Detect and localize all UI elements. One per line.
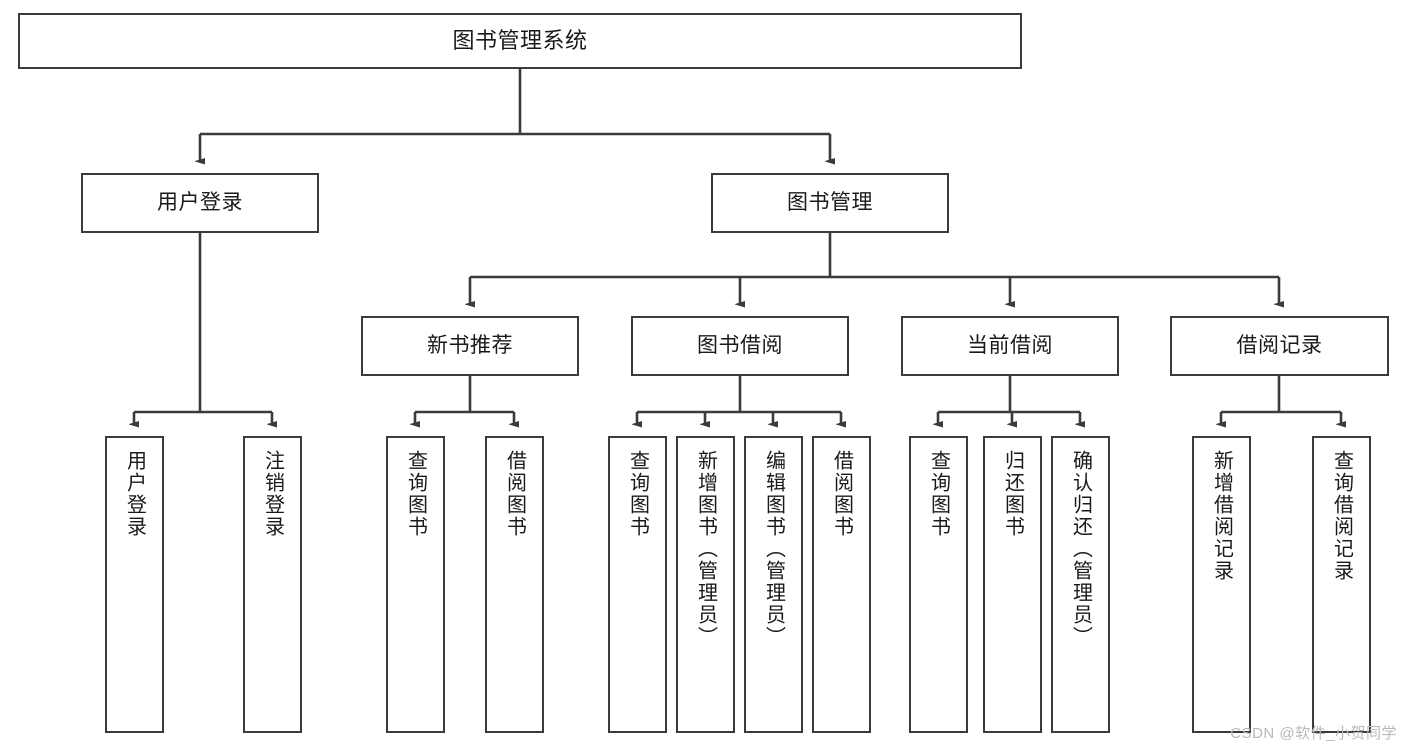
node-leaf-9[interactable]: 查询图书 bbox=[909, 436, 968, 733]
node-leaf-7-label: 编辑图书（管理员） bbox=[762, 450, 785, 648]
node-root[interactable]: 图书管理系统 bbox=[18, 13, 1022, 69]
node-leaf-8-label: 借阅图书 bbox=[830, 450, 853, 538]
node-leaf-1-label: 用户登录 bbox=[123, 450, 146, 538]
node-leaf-11-label: 确认归还（管理员） bbox=[1069, 450, 1092, 648]
node-level3-1[interactable]: 新书推荐 bbox=[361, 316, 579, 376]
node-leaf-5-label: 查询图书 bbox=[626, 450, 649, 538]
node-level2-2[interactable]: 图书管理 bbox=[711, 173, 949, 233]
node-leaf-2-label: 注销登录 bbox=[261, 450, 284, 538]
node-leaf-11[interactable]: 确认归还（管理员） bbox=[1051, 436, 1110, 733]
node-leaf-10-label: 归还图书 bbox=[1001, 450, 1024, 538]
node-leaf-12-label: 新增借阅记录 bbox=[1210, 450, 1233, 582]
watermark-text: CSDN @软件_小贺同学 bbox=[1230, 725, 1397, 742]
node-level3-4-label: 借阅记录 bbox=[1236, 333, 1323, 357]
node-leaf-7[interactable]: 编辑图书（管理员） bbox=[744, 436, 803, 733]
node-leaf-10[interactable]: 归还图书 bbox=[983, 436, 1042, 733]
node-root-label: 图书管理系统 bbox=[452, 28, 588, 54]
node-leaf-3[interactable]: 查询图书 bbox=[386, 436, 445, 733]
node-leaf-4[interactable]: 借阅图书 bbox=[485, 436, 544, 733]
node-level2-1-label: 用户登录 bbox=[157, 190, 243, 214]
node-leaf-9-label: 查询图书 bbox=[927, 450, 950, 538]
node-leaf-4-label: 借阅图书 bbox=[503, 450, 526, 538]
node-level3-1-label: 新书推荐 bbox=[427, 333, 513, 357]
node-level3-3[interactable]: 当前借阅 bbox=[901, 316, 1119, 376]
node-level3-2-label: 图书借阅 bbox=[697, 333, 783, 357]
node-level3-4[interactable]: 借阅记录 bbox=[1170, 316, 1389, 376]
node-leaf-5[interactable]: 查询图书 bbox=[608, 436, 667, 733]
node-level3-3-label: 当前借阅 bbox=[967, 333, 1053, 357]
node-level3-2[interactable]: 图书借阅 bbox=[631, 316, 849, 376]
node-leaf-12[interactable]: 新增借阅记录 bbox=[1192, 436, 1251, 733]
node-leaf-6[interactable]: 新增图书（管理员） bbox=[676, 436, 735, 733]
node-level2-2-label: 图书管理 bbox=[787, 190, 873, 214]
node-leaf-6-label: 新增图书（管理员） bbox=[694, 450, 717, 648]
node-leaf-13[interactable]: 查询借阅记录 bbox=[1312, 436, 1371, 733]
node-leaf-1[interactable]: 用户登录 bbox=[105, 436, 164, 733]
node-leaf-13-label: 查询借阅记录 bbox=[1330, 450, 1353, 582]
node-leaf-2[interactable]: 注销登录 bbox=[243, 436, 302, 733]
node-leaf-8[interactable]: 借阅图书 bbox=[812, 436, 871, 733]
node-level2-1[interactable]: 用户登录 bbox=[81, 173, 319, 233]
node-leaf-3-label: 查询图书 bbox=[404, 450, 427, 538]
